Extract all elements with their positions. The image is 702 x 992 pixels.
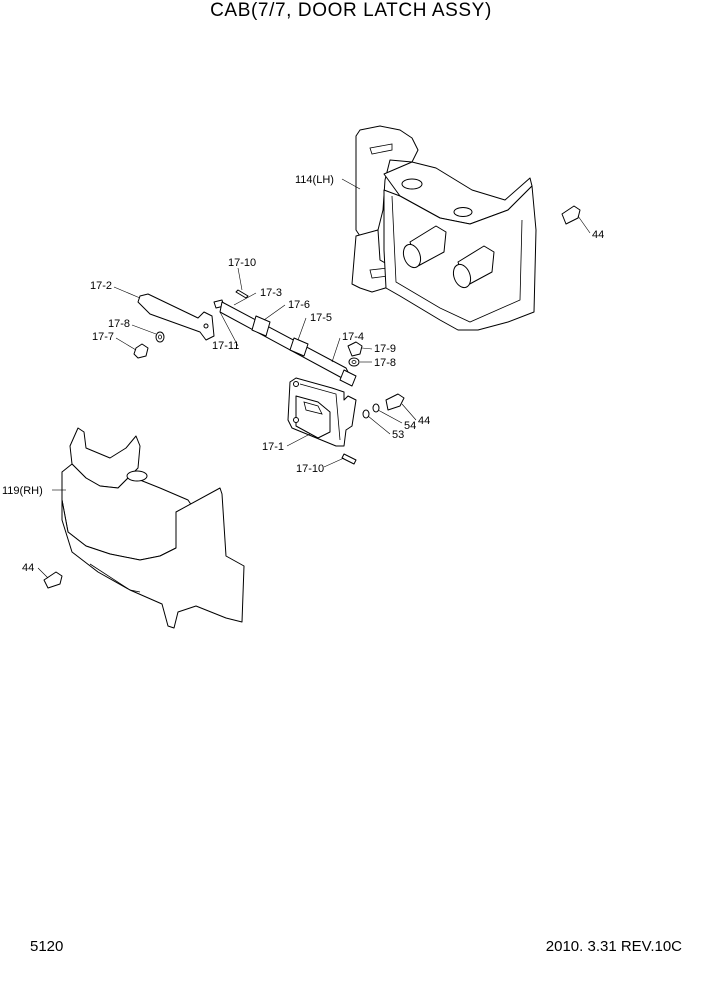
- label-17-10-top: 17-10: [228, 257, 256, 269]
- callout-labels: 114(LH) 44 17-10 17-2 17-3 17-6 17-5 17-…: [2, 174, 604, 574]
- leader-lines: [37, 178, 591, 579]
- label-17-11: 17-11: [212, 340, 239, 352]
- latch-assembly-17: [133, 289, 405, 465]
- exploded-parts-diagram: 114(LH) 44 17-10 17-2 17-3 17-6 17-5 17-…: [2, 125, 604, 629]
- label-17-7: 17-7: [92, 331, 114, 343]
- label-17-5: 17-5: [310, 312, 332, 324]
- label-17-2: 17-2: [90, 280, 112, 292]
- label-17-8-right: 17-8: [374, 357, 396, 369]
- label-44-upper: 44: [592, 229, 604, 241]
- label-17-3: 17-3: [260, 287, 282, 299]
- label-17-9: 17-9: [374, 343, 396, 355]
- label-17-4: 17-4: [342, 331, 364, 343]
- label-17-6: 17-6: [288, 299, 310, 311]
- label-44-lower: 44: [22, 562, 34, 574]
- bracket-114-lh: [351, 125, 537, 331]
- label-44-latch: 44: [418, 415, 430, 427]
- label-17-10-bottom: 17-10: [296, 463, 324, 475]
- bolt-44-upper: [561, 205, 581, 225]
- label-119-rh: 119(RH): [2, 485, 43, 497]
- label-53: 53: [392, 429, 404, 441]
- label-17-8-left: 17-8: [108, 318, 130, 330]
- page-number: 5120: [30, 938, 64, 955]
- cover-119-rh: [61, 427, 245, 629]
- label-54: 54: [404, 420, 416, 432]
- label-114-lh: 114(LH): [295, 174, 334, 186]
- page-title: CAB(7/7, DOOR LATCH ASSY): [210, 0, 492, 21]
- date-revision: 2010. 3.31 REV.10C: [545, 938, 682, 955]
- bolt-44-lower: [43, 571, 63, 589]
- label-17-1: 17-1: [262, 441, 284, 453]
